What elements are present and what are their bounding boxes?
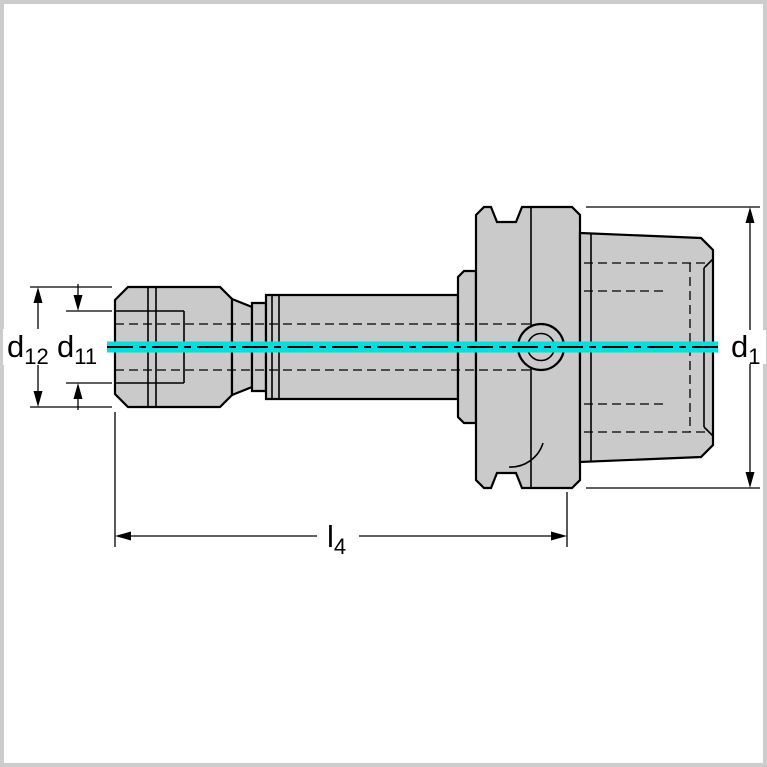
- hsk-bore-chamfer: [703, 258, 714, 269]
- dimension-d11: d11: [53, 284, 112, 410]
- label-background: [727, 330, 766, 364]
- label-l4: l4: [327, 519, 346, 559]
- label-d12: d12: [7, 329, 49, 369]
- arrow-down: [745, 472, 755, 488]
- dimension-d1: d1: [586, 206, 766, 489]
- arrow-down: [73, 295, 83, 311]
- label-d11: d11: [57, 329, 97, 369]
- groove-arc: [508, 442, 544, 468]
- dimension-l4: l4: [114, 412, 568, 559]
- arrow-down: [33, 391, 43, 407]
- centerline: [107, 341, 718, 353]
- arrow-left: [115, 531, 131, 541]
- arrow-right: [551, 531, 567, 541]
- arrow-up: [73, 383, 83, 399]
- arrow-up: [745, 207, 755, 223]
- label-background: [53, 329, 101, 365]
- hsk-bore-chamfer: [703, 426, 714, 437]
- label-d1: d1: [731, 329, 761, 369]
- label-background: [317, 517, 359, 555]
- arrow-up: [33, 287, 43, 303]
- label-background: [3, 329, 50, 365]
- dimension-d12: d12: [3, 286, 112, 408]
